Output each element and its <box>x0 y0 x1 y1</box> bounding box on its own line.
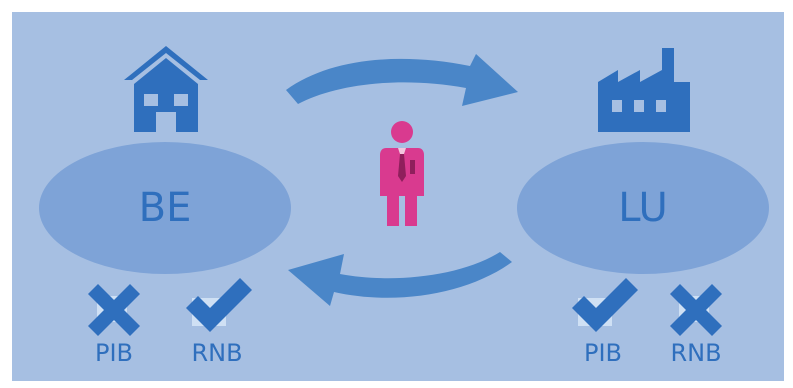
be-ellipse <box>39 142 291 274</box>
checkmark-icon <box>572 278 638 332</box>
left-pib-label: PIB <box>94 339 133 367</box>
curved-arrow-right-icon <box>286 54 518 106</box>
cross-icon <box>88 284 140 336</box>
country-label-be: BE <box>138 185 192 231</box>
businessperson-icon <box>380 121 424 226</box>
right-pib-label: PIB <box>583 339 622 367</box>
lu-ellipse <box>517 142 769 274</box>
country-label-lu: LU <box>618 185 668 231</box>
curved-arrow-left-icon <box>288 252 512 306</box>
right-rnb-label: RNB <box>670 339 722 367</box>
left-rnb-label: RNB <box>191 339 243 367</box>
house-icon <box>124 46 208 132</box>
cross-icon <box>670 284 722 336</box>
checkmark-icon <box>186 278 252 332</box>
factory-icon <box>598 48 690 132</box>
